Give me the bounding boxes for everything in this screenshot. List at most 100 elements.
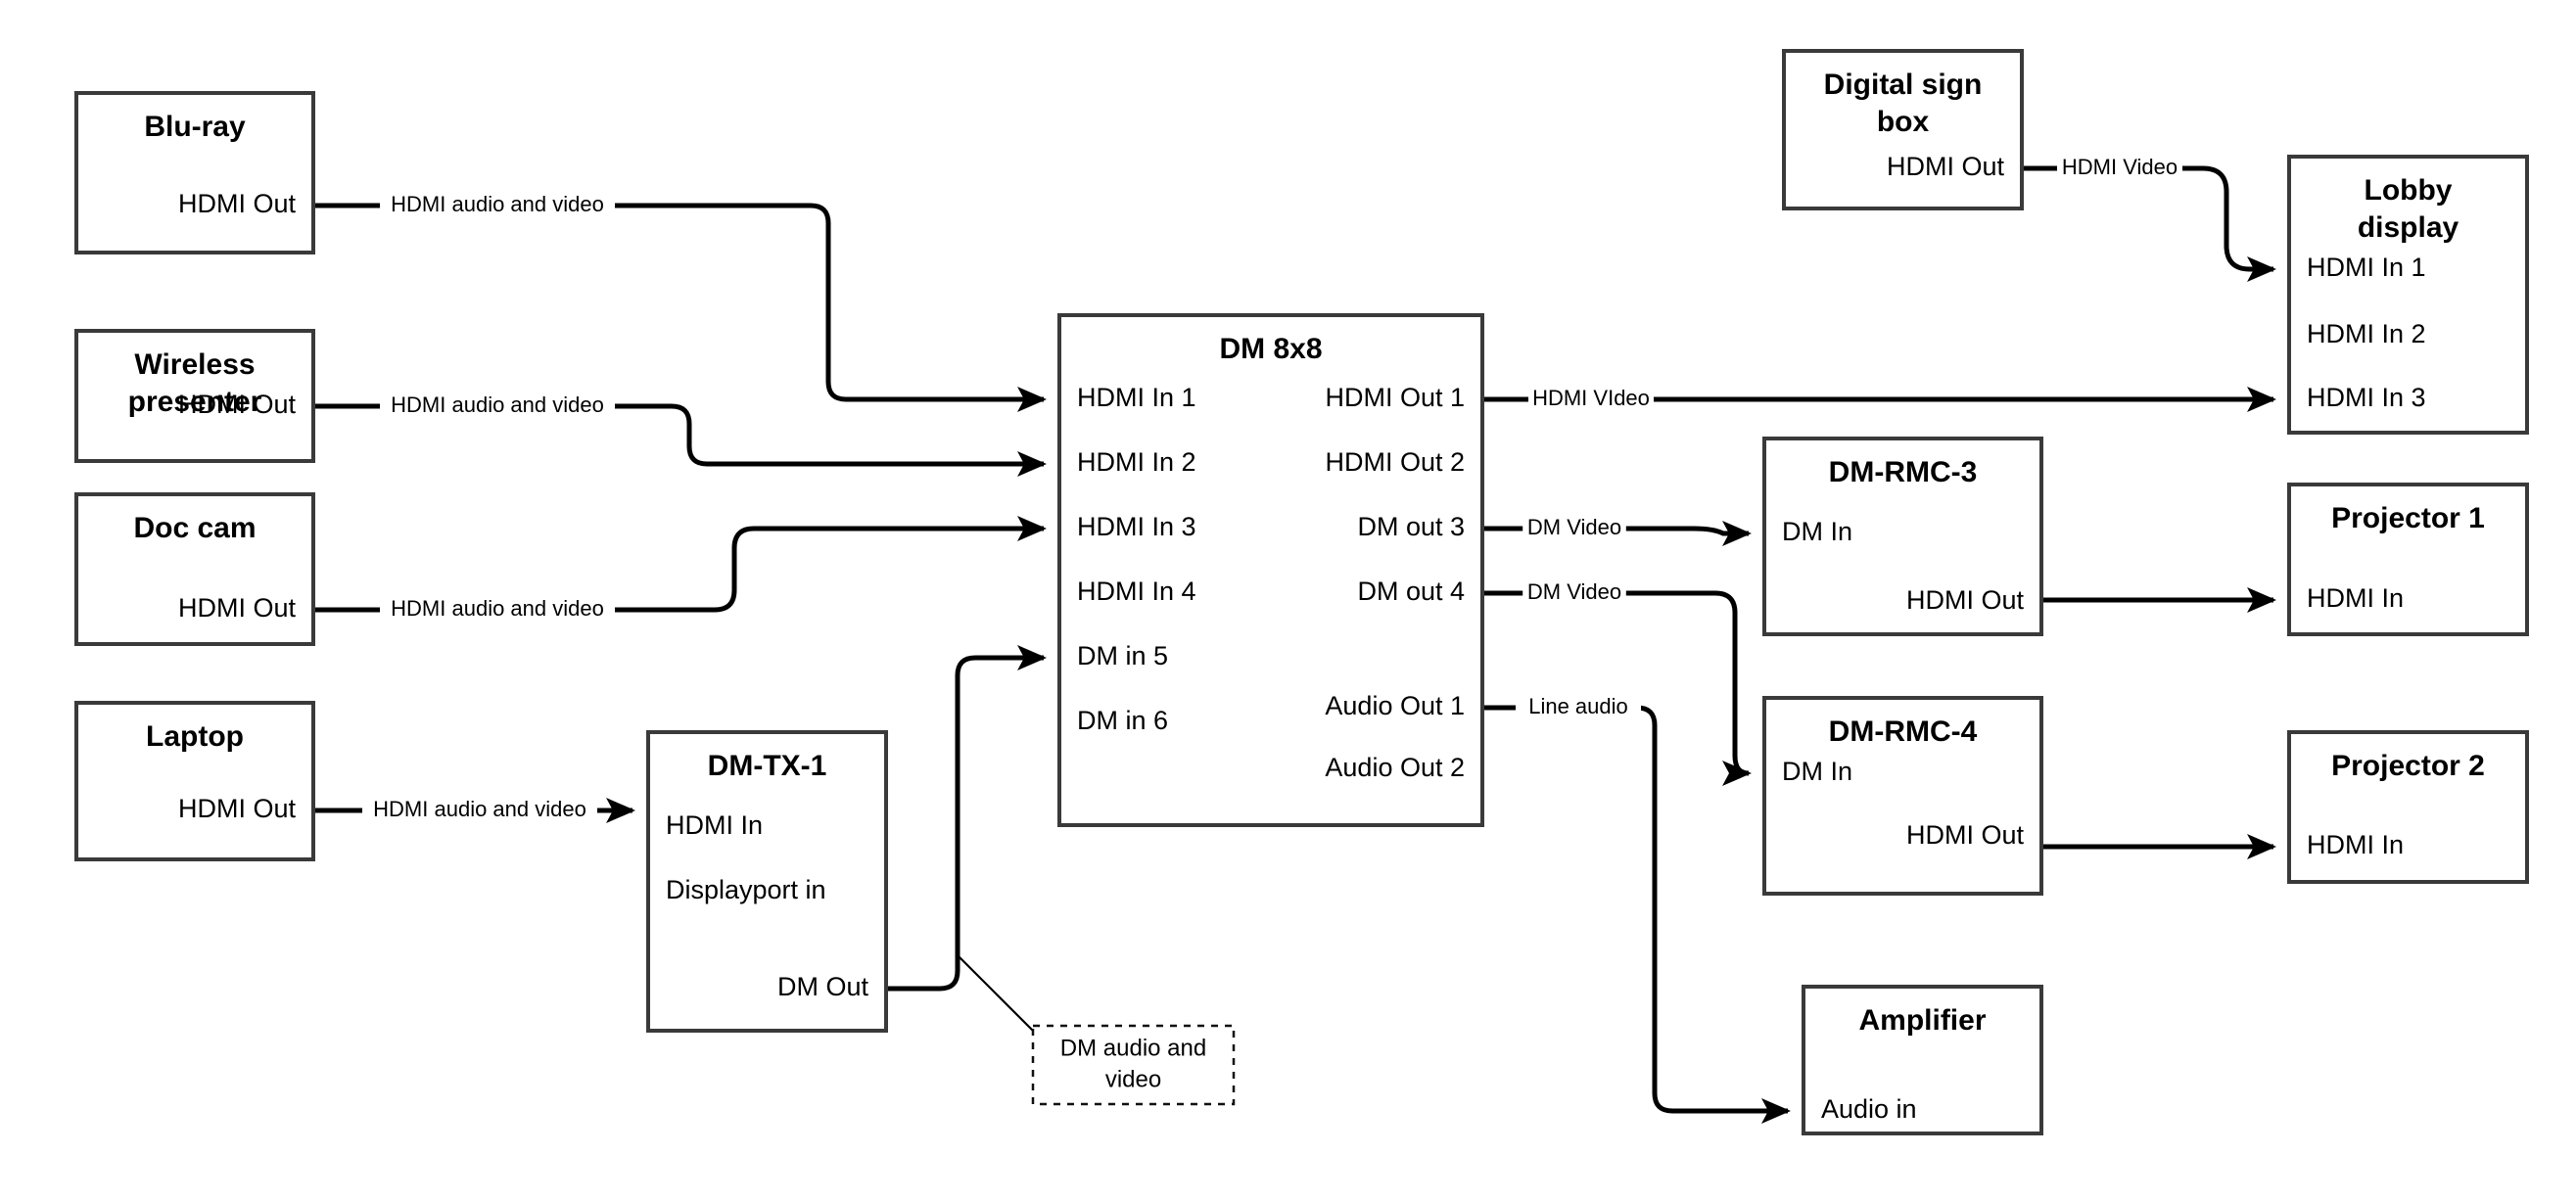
node-title: DM-RMC-3 bbox=[1829, 456, 1978, 488]
connector-label: HDMI audio and video bbox=[391, 393, 604, 417]
node-box[interactable] bbox=[74, 492, 315, 646]
connector-label-backdrop bbox=[2057, 154, 2182, 183]
node-title: Doc cam bbox=[133, 512, 256, 544]
connector-path bbox=[313, 403, 1047, 477]
node-box[interactable] bbox=[1802, 985, 2043, 1135]
port-label: HDMI Out bbox=[1906, 585, 2025, 615]
connector-wireless-to-in2: HDMI audio and video bbox=[313, 392, 1047, 477]
port-label: HDMI Out bbox=[1906, 820, 2025, 850]
connector-path bbox=[1482, 590, 1752, 786]
port-label: DM In bbox=[1782, 517, 1852, 546]
port-label: HDMI In bbox=[666, 810, 763, 840]
node-rmc3[interactable]: DM-RMC-3 DM In HDMI Out bbox=[1762, 437, 2043, 636]
connector-bluray-to-in1: HDMI audio and video bbox=[313, 191, 1047, 412]
node-box[interactable] bbox=[2287, 483, 2529, 636]
port-label: HDMI In 4 bbox=[1077, 577, 1196, 606]
note-leader-line bbox=[957, 954, 1034, 1032]
connector-label-backdrop bbox=[362, 796, 597, 825]
node-box[interactable] bbox=[1762, 437, 2043, 636]
node-box[interactable] bbox=[1762, 696, 2043, 896]
node-title: box bbox=[1877, 106, 1930, 138]
connector-label-backdrop bbox=[380, 392, 615, 421]
node-title: Projector 1 bbox=[2331, 502, 2485, 534]
connector-path bbox=[1482, 521, 1752, 546]
notes-layer: DM audio and video bbox=[957, 954, 1236, 1106]
port-label: HDMI In 3 bbox=[2307, 383, 2426, 412]
port-label: DM out 4 bbox=[1357, 577, 1465, 606]
connector-label-backdrop bbox=[1528, 385, 1654, 414]
node-box[interactable] bbox=[74, 329, 315, 463]
node-title: Amplifier bbox=[1858, 1004, 1986, 1037]
note-text-line: DM audio and bbox=[1060, 1035, 1206, 1061]
port-label: DM out 3 bbox=[1357, 512, 1465, 541]
connector-label-backdrop bbox=[1522, 514, 1626, 543]
node-box[interactable] bbox=[2287, 730, 2529, 884]
port-label: Displayport in bbox=[666, 875, 826, 904]
port-label: HDMI In 2 bbox=[2307, 319, 2426, 348]
note-text-line: video bbox=[1105, 1066, 1161, 1092]
port-label: Audio Out 2 bbox=[1325, 753, 1465, 782]
connector-label-backdrop bbox=[380, 191, 615, 220]
node-title: DM-RMC-4 bbox=[1829, 716, 1978, 748]
port-label: HDMI Out bbox=[178, 189, 297, 218]
port-label: HDMI Out 1 bbox=[1325, 383, 1465, 412]
node-box[interactable] bbox=[1782, 49, 2024, 210]
connector-label: DM Video bbox=[1527, 579, 1621, 604]
port-label: DM in 5 bbox=[1077, 641, 1168, 670]
connector-path bbox=[1482, 705, 1791, 1124]
port-label: HDMI Out bbox=[178, 593, 297, 623]
port-label: HDMI In 1 bbox=[1077, 383, 1196, 412]
connector-label: HDMI audio and video bbox=[391, 192, 604, 216]
connector-out4-to-rmc4: DM Video bbox=[1482, 578, 1752, 786]
node-proj1[interactable]: Projector 1 HDMI In bbox=[2287, 483, 2529, 636]
port-label: HDMI In bbox=[2307, 583, 2404, 613]
port-label: DM in 6 bbox=[1077, 706, 1168, 735]
connector-label-backdrop bbox=[1516, 693, 1641, 722]
connector-path bbox=[313, 516, 1047, 613]
node-box[interactable] bbox=[1057, 313, 1484, 827]
node-box[interactable] bbox=[74, 91, 315, 254]
connector-path bbox=[886, 645, 1047, 992]
node-box[interactable] bbox=[2287, 155, 2529, 435]
port-label: DM Out bbox=[777, 972, 869, 1001]
connector-audio-out1-to-amp: Line audio bbox=[1482, 693, 1791, 1124]
note-dm-audio-video-note: DM audio and video bbox=[957, 954, 1236, 1106]
node-box[interactable] bbox=[74, 701, 315, 861]
node-title: DM-TX-1 bbox=[708, 750, 827, 782]
port-label: HDMI In bbox=[2307, 830, 2404, 859]
port-label: HDMI Out 2 bbox=[1325, 447, 1465, 477]
port-label: Audio Out 1 bbox=[1325, 691, 1465, 720]
connector-label: HDMI audio and video bbox=[373, 797, 586, 821]
port-label: HDMI In 3 bbox=[1077, 512, 1196, 541]
port-label: HDMI In 2 bbox=[1077, 447, 1196, 477]
connector-digitalsign-to-lobby-in1: HDMI Video bbox=[2022, 154, 2276, 282]
node-title: Laptop bbox=[146, 720, 244, 753]
connector-label: HDMI VIdeo bbox=[1532, 386, 1650, 410]
note-box bbox=[1031, 1024, 1236, 1106]
connector-label-backdrop bbox=[380, 595, 615, 624]
node-title: Lobby bbox=[2365, 174, 2453, 207]
node-box[interactable] bbox=[646, 730, 888, 1033]
node-title: Wireless bbox=[134, 348, 255, 381]
connector-out1-to-lobby-in3: HDMI VIdeo bbox=[1482, 385, 2276, 414]
port-label: HDMI In 1 bbox=[2307, 253, 2426, 282]
connector-path bbox=[313, 203, 1047, 412]
connector-dmtx1-to-in5 bbox=[886, 645, 1047, 992]
connector-label: HDMI Video bbox=[2062, 155, 2178, 179]
connector-label: HDMI audio and video bbox=[391, 596, 604, 621]
connector-laptop-to-dmtx1: HDMI audio and video bbox=[313, 796, 635, 825]
